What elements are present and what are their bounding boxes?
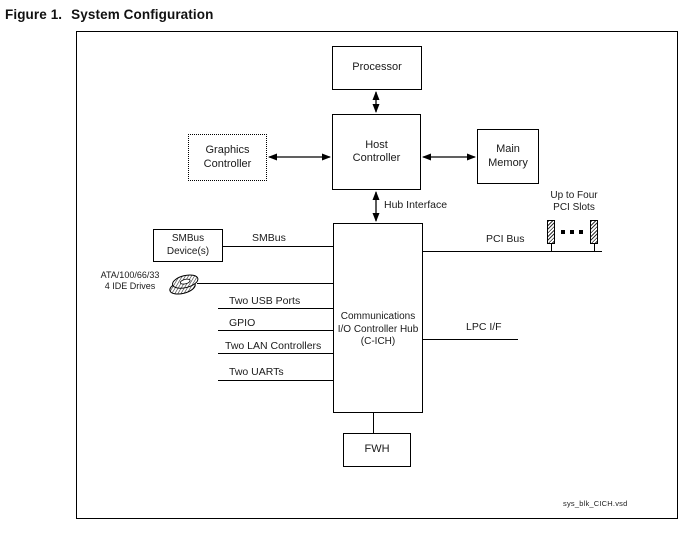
main-memory-label-line1: Main: [496, 143, 520, 156]
pci-slot-icon-right: [590, 220, 598, 244]
processor-box: Processor: [332, 46, 422, 90]
fwh-connector-line: [373, 413, 375, 433]
ellipsis-dot-1: [561, 230, 565, 234]
cich-label-line3: (C-ICH): [360, 336, 396, 348]
graphics-controller-label-line1: Graphics: [205, 144, 250, 157]
hub-interface-label: Hub Interface: [384, 199, 448, 211]
figure-number: Figure 1.: [5, 7, 63, 22]
processor-label: Processor: [352, 61, 402, 74]
gpio-label: GPIO: [229, 317, 256, 329]
pci-bus-line: [423, 251, 602, 253]
pci-slots-label-line1: Up to Four: [550, 190, 598, 201]
host-controller-label-line2: Controller: [352, 152, 401, 164]
smbus-label: SMBus: [252, 232, 286, 244]
ata-ide-label-line2: 4 IDE Drives: [104, 280, 156, 291]
smbus-devices-label-line2: Device(s): [166, 245, 210, 257]
host-controller-label-line1: Host: [365, 138, 388, 151]
cich-label-line1: Communications: [340, 311, 416, 323]
pci-slot-icon-left: [547, 220, 555, 244]
uarts-label: Two UARTs: [229, 366, 284, 378]
lan-label: Two LAN Controllers: [225, 340, 322, 352]
ide-line: [197, 283, 333, 285]
pci-slots-label: Up to Four PCI Slots: [541, 190, 607, 214]
cich-label: Communications I/O Controller Hub (C-ICH…: [338, 287, 419, 349]
smbus-devices-box: SMBus Device(s): [153, 229, 223, 262]
pci-slot-stub-left: [551, 244, 553, 251]
pci-slots-label-line2: PCI Slots: [553, 201, 595, 213]
pci-bus-label: PCI Bus: [486, 233, 525, 245]
graphics-controller-box: Graphics Controller: [188, 134, 267, 181]
smbus-devices-label-line1: SMBus: [171, 233, 205, 244]
ata-ide-label: ATA/100/66/33 4 IDE Drives: [88, 270, 172, 291]
usb-label: Two USB Ports: [229, 295, 301, 307]
ellipsis-dot-2: [570, 230, 574, 234]
cich-label-line2: I/O Controller Hub: [337, 323, 419, 335]
lpc-line: [423, 339, 518, 341]
ellipsis-dot-3: [579, 230, 583, 234]
figure-title: Figure 1. System Configuration: [5, 7, 213, 22]
source-filename: sys_blk_CICH.vsd: [563, 499, 628, 508]
usb-line: [218, 308, 333, 310]
ata-ide-label-line1: ATA/100/66/33: [100, 270, 160, 280]
pci-slot-stub-right: [594, 244, 596, 251]
graphics-controller-label-line2: Controller: [203, 157, 252, 170]
cich-box: Communications I/O Controller Hub (C-ICH…: [333, 223, 423, 413]
figure-name: System Configuration: [71, 7, 214, 22]
main-memory-box: Main Memory: [477, 129, 539, 184]
host-controller-box: Host Controller: [332, 114, 421, 190]
fwh-box: FWH: [343, 433, 411, 467]
smbus-line: [222, 246, 333, 248]
main-memory-label-line2: Memory: [488, 156, 528, 169]
uarts-line: [218, 380, 333, 382]
fwh-label: FWH: [364, 443, 390, 456]
lpc-label: LPC I/F: [466, 321, 502, 333]
gpio-line: [218, 330, 333, 332]
lan-line: [218, 353, 333, 355]
